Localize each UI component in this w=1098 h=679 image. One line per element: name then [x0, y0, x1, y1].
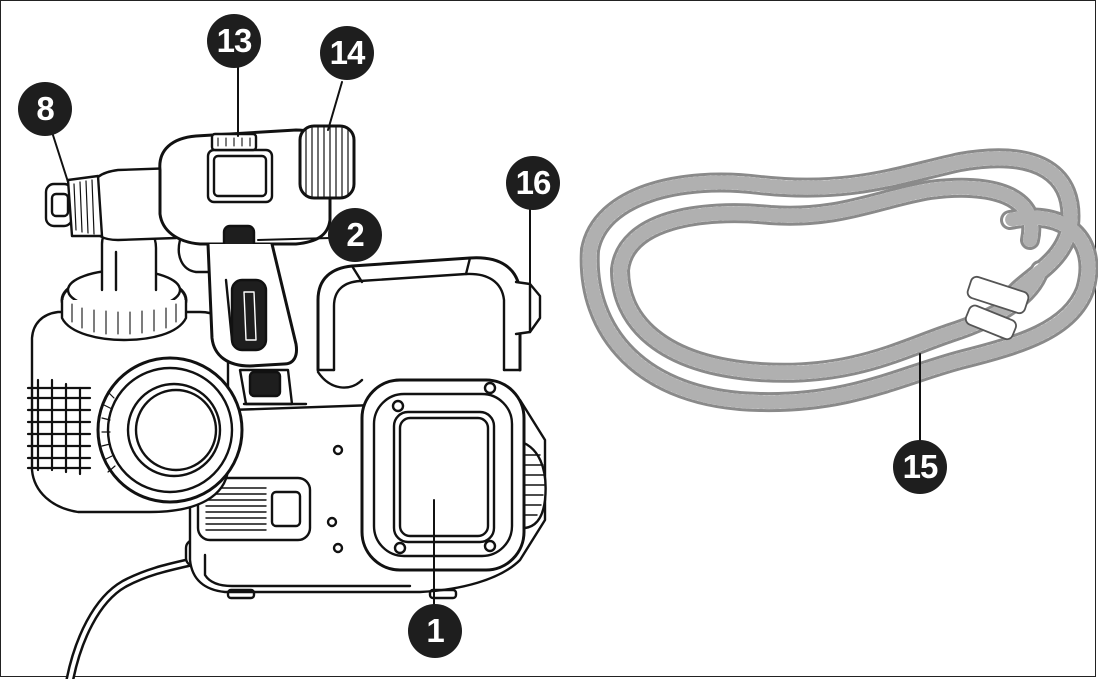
- turbine-unit: [188, 378, 547, 600]
- leader-lines: [51, 65, 921, 605]
- callout-8: 8: [18, 82, 72, 136]
- carry-handle: [316, 256, 542, 389]
- spray-gun: [44, 124, 356, 406]
- callout-2: 2: [328, 208, 382, 262]
- callout-13: 13: [207, 14, 261, 68]
- callout-15: 15: [893, 440, 947, 494]
- callout-14: 14: [320, 26, 374, 80]
- callout-16: 16: [506, 156, 560, 210]
- air-hose: [579, 148, 1098, 413]
- callout-1: 1: [408, 604, 462, 658]
- paint-container: [26, 310, 244, 514]
